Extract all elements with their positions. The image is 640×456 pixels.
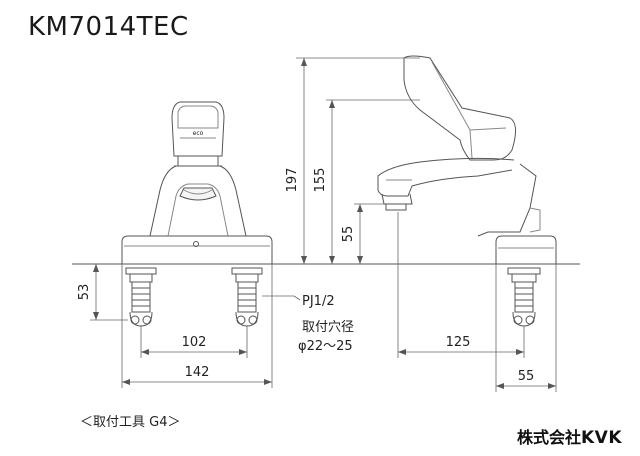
front-right-shank xyxy=(231,267,263,327)
side-view xyxy=(377,55,557,264)
dim-height-spout: 155 xyxy=(313,168,328,193)
front-view xyxy=(121,101,273,264)
dim-base-width: 55 xyxy=(518,369,535,384)
brand-logo: 株式会社KVK xyxy=(517,424,622,448)
side-base xyxy=(495,235,557,264)
front-base xyxy=(121,235,273,264)
tool-note: ＜取付工具 G4＞ xyxy=(80,415,181,430)
dim-pitch-outer: 142 xyxy=(185,365,210,380)
thread-label: PJ1/2 xyxy=(302,294,335,309)
front-body xyxy=(149,165,247,237)
hole-label: 取付穴径 xyxy=(302,320,354,335)
side-shank xyxy=(507,267,541,327)
hole-size: φ22～25 xyxy=(298,339,353,354)
side-spout xyxy=(377,157,515,197)
dim-height-total: 197 xyxy=(285,168,300,193)
dim-height-outlet: 55 xyxy=(341,226,356,243)
side-lever xyxy=(403,55,516,161)
front-logo: eco xyxy=(193,130,204,137)
dim-pitch-inner: 102 xyxy=(182,335,207,350)
dim-reach: 125 xyxy=(446,335,471,350)
brand-kvk: KVK xyxy=(580,428,622,448)
front-left-shank xyxy=(125,267,157,327)
dim-below-deck: 53 xyxy=(77,284,92,301)
side-aerator xyxy=(381,193,413,205)
page-title: KM7014TEC xyxy=(28,12,189,42)
brand-jp: 株式会社 xyxy=(516,428,581,447)
front-lever-head xyxy=(171,101,225,157)
